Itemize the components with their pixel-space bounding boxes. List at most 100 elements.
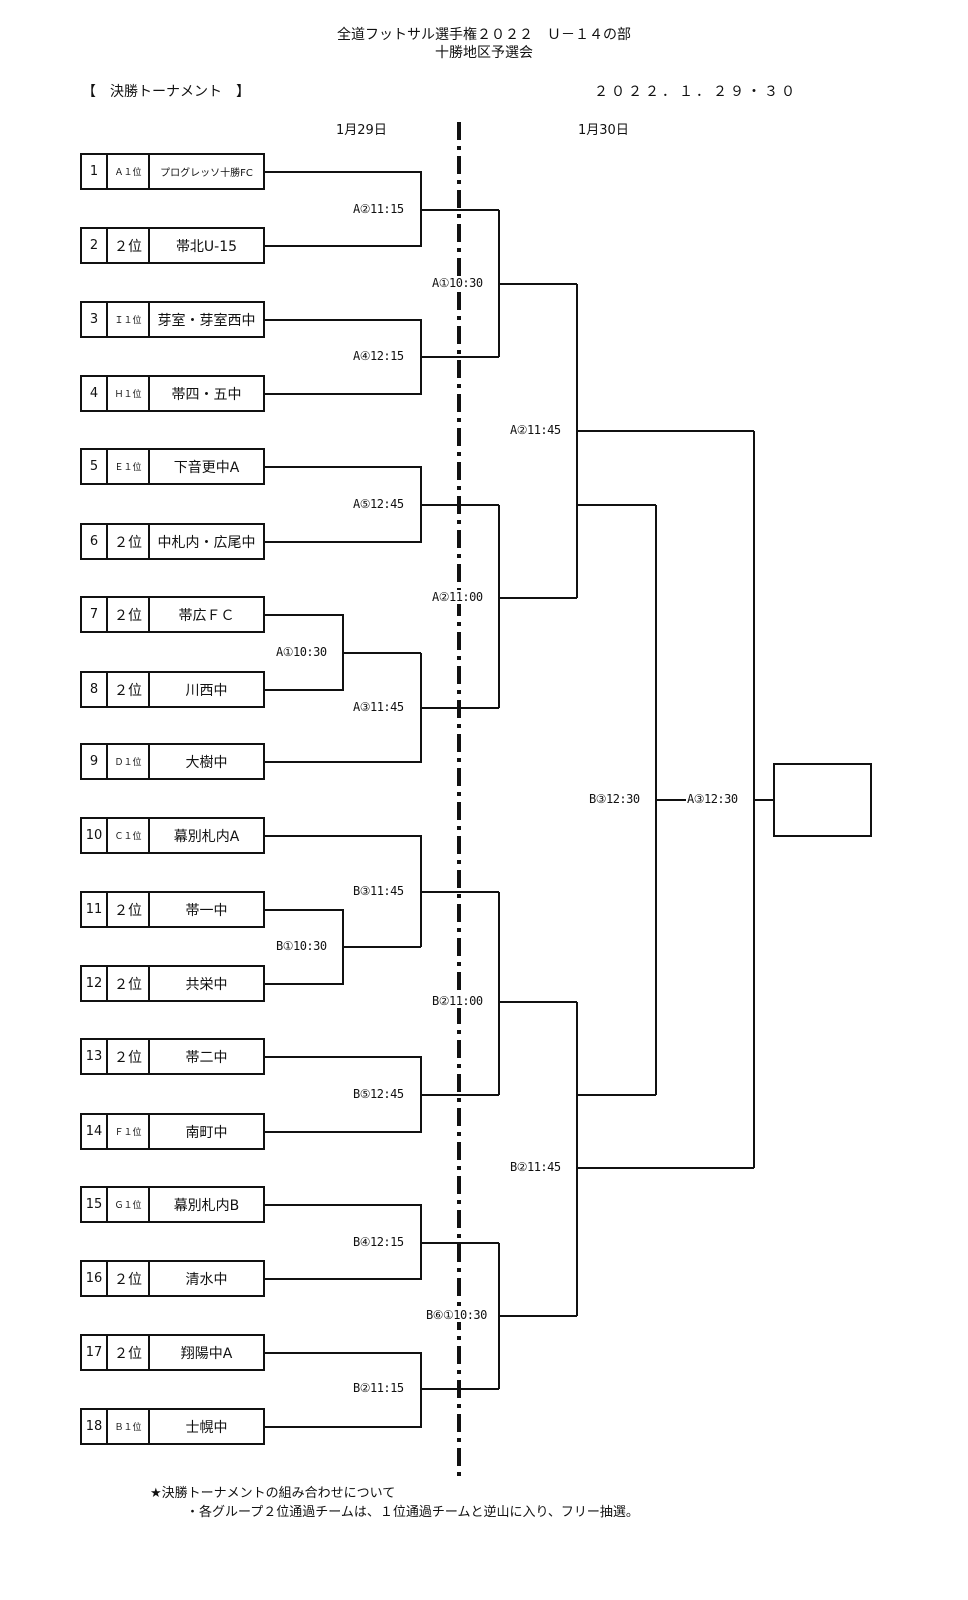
- group-rank: Ｅ１位: [108, 450, 150, 483]
- group-rank: Ｇ１位: [108, 1188, 150, 1221]
- seed-number: 2: [82, 229, 108, 262]
- group-rank: Ｈ１位: [108, 377, 150, 410]
- group-rank: Ｃ１位: [108, 819, 150, 852]
- champion-box: [773, 763, 872, 837]
- date-range: ２０２２．１．２９・３０: [594, 84, 798, 100]
- team-row: 9 Ｄ１位 大樹中: [80, 743, 265, 780]
- note-line: ・各グループ２位通過チームは、１位通過チームと逆山に入り、フリー抽選。: [186, 1505, 639, 1520]
- seed-number: 9: [82, 745, 108, 778]
- team-name: プログレッソ十勝FC: [160, 168, 253, 179]
- group-rank: ２位: [108, 673, 150, 706]
- team-row: 11 ２位 帯一中: [80, 891, 265, 928]
- group-rank: ２位: [108, 893, 150, 926]
- match-label: B①10:30: [275, 939, 328, 953]
- team-row: 12 ２位 共栄中: [80, 965, 265, 1002]
- seed-number: 12: [82, 967, 108, 1000]
- seed-number: 8: [82, 673, 108, 706]
- match-label: A①10:30: [275, 645, 328, 659]
- seed-number: 7: [82, 598, 108, 631]
- match-label: B②11:00: [431, 994, 484, 1008]
- team-row: 18 Ｂ１位 士幌中: [80, 1408, 265, 1445]
- team-row: 3 Ｉ１位 芽室・芽室西中: [80, 301, 265, 338]
- team-row: 1 Ａ１位 プログレッソ十勝FC: [80, 153, 265, 190]
- team-row: 7 ２位 帯広ＦＣ: [80, 596, 265, 633]
- match-label: B②11:45: [509, 1160, 562, 1174]
- team-row: 2 ２位 帯北U-15: [80, 227, 265, 264]
- team-name: 帯四・五中: [171, 386, 242, 403]
- seed-number: 14: [82, 1115, 108, 1148]
- note-heading: ★決勝トーナメントの組み合わせについて: [150, 1486, 396, 1501]
- team-name: 下音更中A: [173, 459, 240, 476]
- title-line-2: 十勝地区予選会: [435, 45, 533, 61]
- seed-number: 4: [82, 377, 108, 410]
- day1-label: 1月29日: [336, 123, 387, 138]
- team-row: 14 Ｆ１位 南町中: [80, 1113, 265, 1150]
- section-label: 【 決勝トーナメント 】: [82, 84, 250, 100]
- seed-number: 17: [82, 1336, 108, 1369]
- bracket-paths: [265, 171, 773, 1428]
- team-name: 大樹中: [185, 754, 228, 771]
- seed-number: 15: [82, 1188, 108, 1221]
- team-name: 帯二中: [185, 1049, 228, 1066]
- team-name: 幕別札内A: [173, 828, 240, 845]
- match-label: B③11:45: [352, 884, 405, 898]
- team-name: 幕別札内B: [173, 1197, 240, 1214]
- team-row: 8 ２位 川西中: [80, 671, 265, 708]
- match-label: B②11:15: [352, 1381, 405, 1395]
- group-rank: ２位: [108, 967, 150, 1000]
- team-name: 翔陽中A: [180, 1345, 233, 1362]
- seed-number: 5: [82, 450, 108, 483]
- team-name: 芽室・芽室西中: [157, 312, 256, 329]
- seed-number: 6: [82, 525, 108, 558]
- group-rank: Ｆ１位: [108, 1115, 150, 1148]
- match-label: A①10:30: [431, 276, 484, 290]
- seed-number: 3: [82, 303, 108, 336]
- group-rank: Ｉ１位: [108, 303, 150, 336]
- title-line-1: 全道フットサル選手権２０２２ Ｕ－１４の部: [337, 27, 631, 43]
- seed-number: 13: [82, 1040, 108, 1073]
- seed-number: 1: [82, 155, 108, 188]
- team-name: 清水中: [185, 1271, 228, 1288]
- day2-label: 1月30日: [578, 123, 629, 138]
- final-match-label: A③12:30: [686, 792, 739, 806]
- group-rank: Ａ１位: [108, 155, 150, 188]
- group-rank: ２位: [108, 1262, 150, 1295]
- team-name: 中札内・広尾中: [157, 534, 256, 551]
- team-name: 川西中: [185, 682, 228, 699]
- team-name: 帯一中: [185, 902, 228, 919]
- team-row: 17 ２位 翔陽中A: [80, 1334, 265, 1371]
- group-rank: ２位: [108, 229, 150, 262]
- team-row: 15 Ｇ１位 幕別札内B: [80, 1186, 265, 1223]
- match-label: A②11:45: [509, 423, 562, 437]
- group-rank: Ｂ１位: [108, 1410, 150, 1443]
- match-label: B⑤12:45: [352, 1087, 405, 1101]
- seed-number: 11: [82, 893, 108, 926]
- match-label: A②11:15: [352, 202, 405, 216]
- team-row: 4 Ｈ１位 帯四・五中: [80, 375, 265, 412]
- team-name: 南町中: [185, 1124, 228, 1141]
- team-row: 6 ２位 中札内・広尾中: [80, 523, 265, 560]
- team-name: 士幌中: [185, 1419, 228, 1436]
- team-row: 5 Ｅ１位 下音更中A: [80, 448, 265, 485]
- group-rank: Ｄ１位: [108, 745, 150, 778]
- match-label: A③11:45: [352, 700, 405, 714]
- team-row: 10 Ｃ１位 幕別札内A: [80, 817, 265, 854]
- team-row: 16 ２位 清水中: [80, 1260, 265, 1297]
- group-rank: ２位: [108, 1040, 150, 1073]
- match-label: A⑤12:45: [352, 497, 405, 511]
- third-place-match-label: B③12:30: [588, 792, 641, 806]
- match-label: B⑥①10:30: [425, 1308, 488, 1322]
- team-name: 帯北U-15: [175, 238, 238, 255]
- team-name: 帯広ＦＣ: [178, 607, 235, 624]
- group-rank: ２位: [108, 598, 150, 631]
- match-label: A④12:15: [352, 349, 405, 363]
- group-rank: ２位: [108, 1336, 150, 1369]
- team-name: 共栄中: [185, 976, 228, 993]
- match-label: B④12:15: [352, 1235, 405, 1249]
- seed-number: 18: [82, 1410, 108, 1443]
- team-row: 13 ２位 帯二中: [80, 1038, 265, 1075]
- seed-number: 10: [82, 819, 108, 852]
- seed-number: 16: [82, 1262, 108, 1295]
- match-label: A②11:00: [431, 590, 484, 604]
